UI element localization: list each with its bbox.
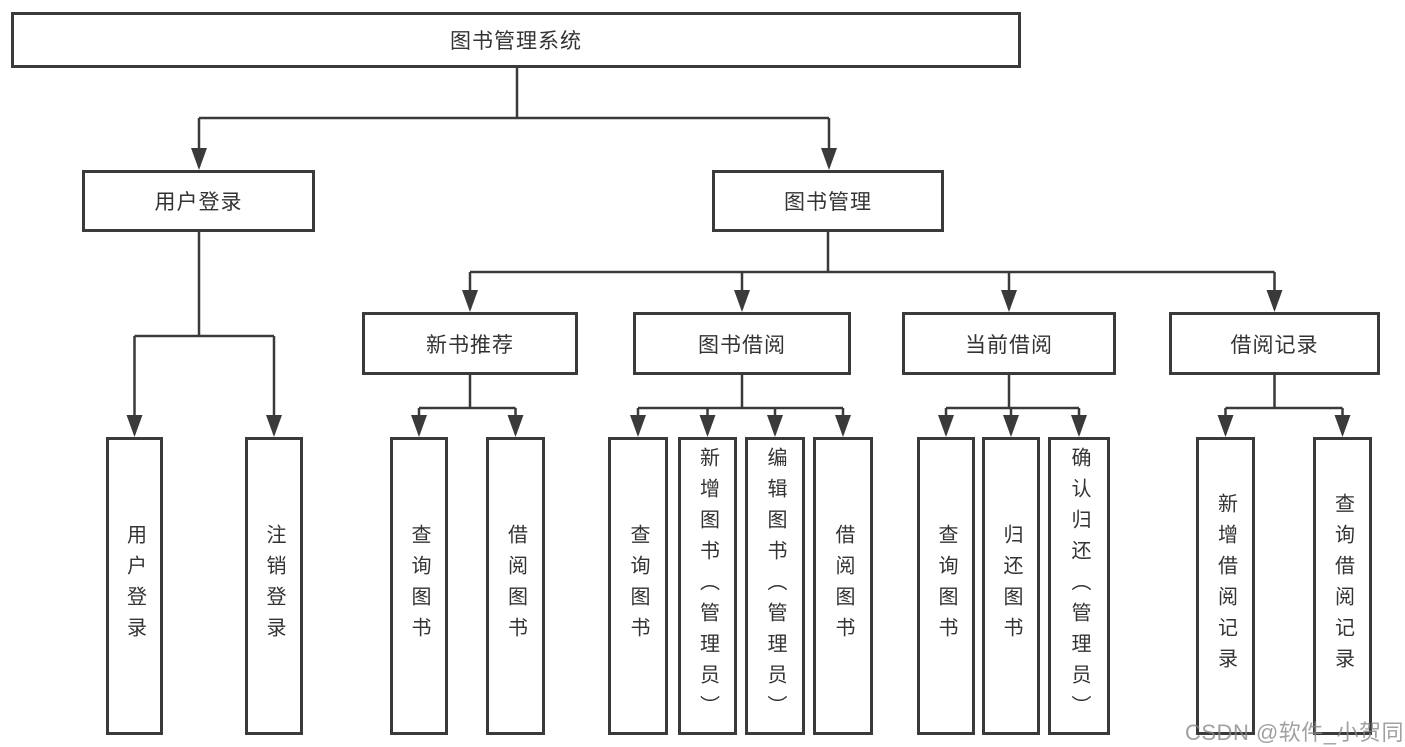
- node-label: 确认归还（管理员）: [1068, 446, 1090, 726]
- leaf-edit-books-admin: 编辑图书（管理员）: [745, 437, 805, 735]
- node-label: 注销登录: [263, 524, 285, 648]
- node-label: 当前借阅: [965, 333, 1053, 357]
- node-label: 编辑图书（管理员）: [764, 446, 786, 726]
- node-label: 归还图书: [1000, 524, 1022, 648]
- branch-current-borrowing: 当前借阅: [902, 312, 1116, 375]
- leaf-query-books-current: 查询图书: [917, 437, 975, 735]
- connector-book-mgmt-to-level2: [468, 231, 1276, 309]
- branch-borrowing-records: 借阅记录: [1169, 312, 1380, 375]
- node-label: 查询图书: [408, 524, 430, 648]
- node-label: 查询图书: [935, 524, 957, 648]
- leaf-add-borrow-record: 新增借阅记录: [1196, 437, 1255, 735]
- node-label: 新增图书（管理员）: [696, 446, 719, 726]
- leaf-logout-login: 注销登录: [245, 437, 303, 735]
- node-label: 借阅图书: [504, 524, 527, 648]
- watermark: CSDN @软件_小贺同学: [1185, 720, 1405, 745]
- leaf-add-books-admin: 新增图书（管理员）: [678, 437, 737, 735]
- connector-root-to-level1: [197, 66, 831, 167]
- connector-user-login-to-leaves: [133, 231, 276, 434]
- node-label: 图书管理系统: [450, 30, 582, 53]
- leaf-user-login: 用户登录: [106, 437, 163, 735]
- leaf-query-books-recommend: 查询图书: [390, 437, 448, 735]
- node-label: 借阅图书: [832, 524, 854, 648]
- leaf-query-books-borrowing: 查询图书: [608, 437, 668, 735]
- node-label: 新书推荐: [426, 333, 514, 357]
- leaf-return-books: 归还图书: [982, 437, 1040, 735]
- leaf-confirm-return-admin: 确认归还（管理员）: [1048, 437, 1110, 735]
- connector-borrow-records-to-leaves: [1224, 374, 1344, 434]
- node-label: 新增借阅记录: [1214, 493, 1237, 679]
- node-label: 用户登录: [154, 191, 243, 214]
- branch-new-book-recommendation: 新书推荐: [362, 312, 578, 375]
- node-label: 查询借阅记录: [1331, 493, 1354, 679]
- node-label: 借阅记录: [1230, 333, 1319, 357]
- connector-book-borrow-to-leaves: [636, 374, 845, 434]
- leaf-borrow-books-recommend: 借阅图书: [486, 437, 545, 735]
- arrowheads-down-icon: [126, 148, 1351, 437]
- node-label: 查询图书: [627, 524, 649, 648]
- branch-book-borrowing: 图书借阅: [633, 312, 851, 375]
- leaf-borrow-books-borrowing: 借阅图书: [813, 437, 873, 735]
- branch-user-login: 用户登录: [82, 170, 315, 232]
- connector-new-book-rec-to-leaves: [417, 374, 517, 434]
- leaf-query-borrow-record: 查询借阅记录: [1313, 437, 1372, 735]
- node-library-management-system: 图书管理系统: [11, 12, 1021, 68]
- node-label: 图书借阅: [698, 333, 786, 357]
- node-label: 用户登录: [123, 524, 146, 648]
- node-label: 图书管理: [784, 191, 872, 214]
- branch-book-management: 图书管理: [712, 170, 944, 232]
